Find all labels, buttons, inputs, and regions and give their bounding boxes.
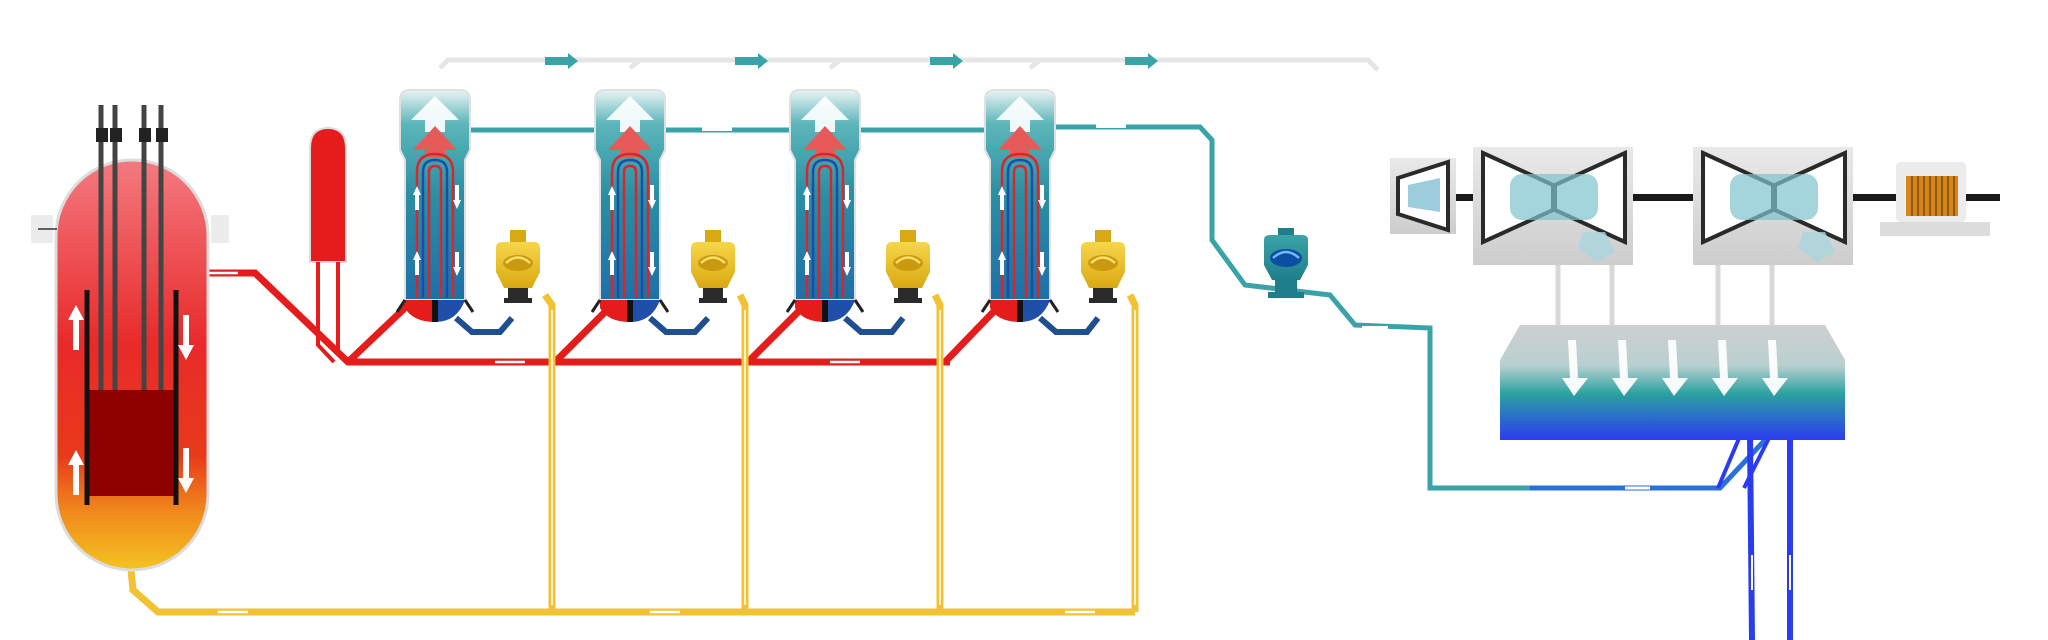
cooling-water-pipe [1530, 435, 1793, 640]
generator [1880, 162, 1990, 236]
primary-hot-leg-pipe [200, 269, 1003, 366]
primary-crossover-pipe [454, 315, 1101, 335]
lp-turbine-1 [1473, 147, 1633, 265]
steam-header-pipe [438, 53, 1380, 72]
steam-generator-3 [785, 89, 865, 322]
feedwater-pump [1264, 228, 1308, 298]
pressurizer [309, 126, 347, 364]
primary-pump-3 [886, 230, 930, 303]
primary-pump-2 [691, 230, 735, 303]
lp-turbine-2 [1693, 147, 1853, 265]
primary-cold-leg-pipe [126, 292, 1139, 616]
turbine-exhaust-pipe [1555, 262, 1775, 330]
steam-generator-2 [590, 89, 670, 322]
primary-pump-1 [496, 230, 540, 303]
steam-generator-1 [395, 89, 475, 322]
steam-generator-group [395, 89, 1060, 322]
primary-pump-4 [1081, 230, 1125, 303]
reactor-vessel [31, 105, 229, 572]
primary-pump-group [496, 230, 1125, 303]
steam-generator-4 [980, 89, 1060, 322]
hp-turbine [1390, 158, 1456, 234]
condenser [1500, 325, 1845, 440]
